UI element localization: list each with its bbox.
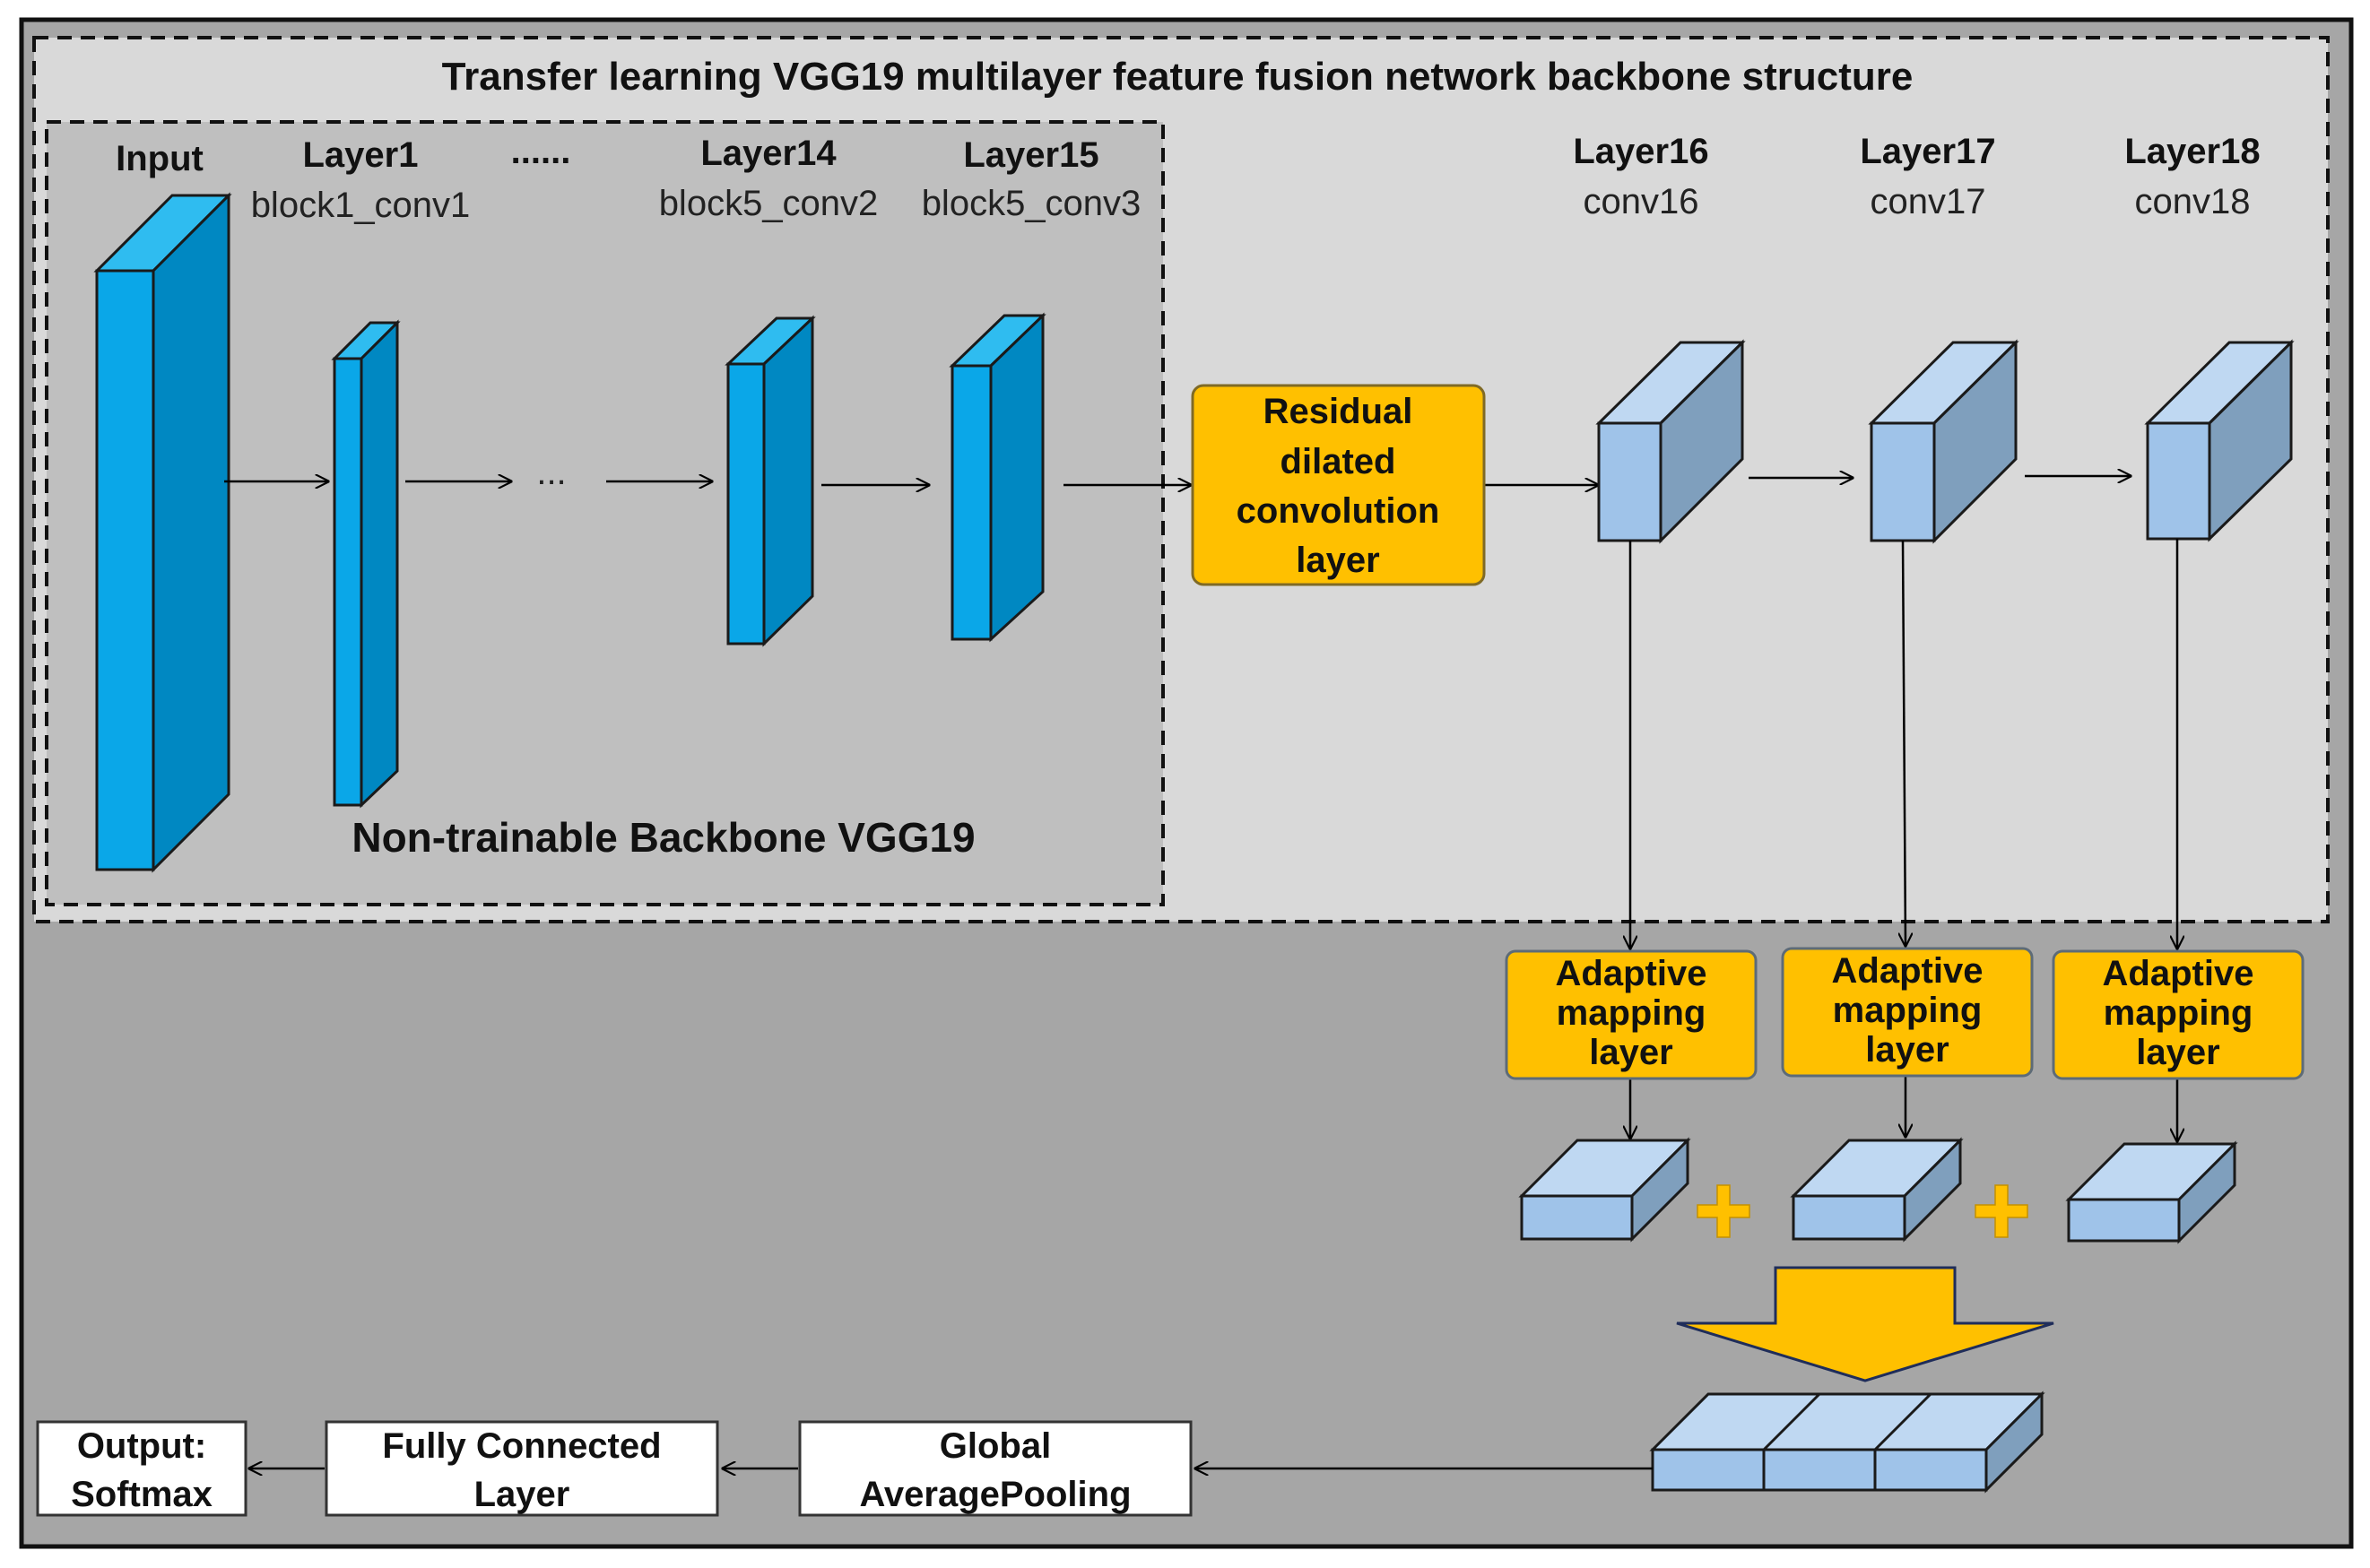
adaptive2-line1: Adaptive <box>1832 951 1984 991</box>
block-input <box>93 192 232 873</box>
slab-1 <box>1518 1137 1691 1243</box>
slab-2 <box>1790 1137 1964 1243</box>
cube-conv16 <box>1595 339 1746 544</box>
adaptive-box-3: Adaptive mapping layer <box>2052 949 2305 1080</box>
fc-box: Fully Connected Layer <box>325 1420 719 1517</box>
adaptive3-line2: mapping <box>2104 993 2253 1033</box>
fc-line2: Layer <box>474 1475 570 1514</box>
output-line1: Output: <box>77 1426 206 1466</box>
adaptive1-line3: layer <box>1589 1033 1672 1072</box>
ellipsis-mid: ... <box>536 453 566 492</box>
gap-box: Global AveragePooling <box>798 1420 1193 1517</box>
sub-layer15: block5_conv3 <box>922 184 1142 223</box>
residual-box: Residual dilated convolution layer <box>1191 384 1486 586</box>
conv-cubes <box>1595 339 2295 544</box>
plus-icon <box>1975 1184 2028 1238</box>
sub-layer1: block1_conv1 <box>251 186 471 225</box>
backbone-caption: Non-trainable Backbone VGG19 <box>352 814 975 861</box>
block-layer14 <box>725 315 816 647</box>
fused-feature <box>1649 1390 2045 1494</box>
adaptive1-line1: Adaptive <box>1556 954 1707 993</box>
layer-labels: Input Layer1 block1_conv1 ...... Layer14… <box>116 132 2260 225</box>
label-layer18: Layer18 <box>2124 132 2260 171</box>
sub-layer16: conv16 <box>1584 182 1699 221</box>
fusion-arrow <box>1676 1266 2054 1382</box>
label-input: Input <box>116 139 204 178</box>
adaptive1-line2: mapping <box>1557 993 1706 1033</box>
block-layer1 <box>331 319 401 809</box>
sub-layer17: conv17 <box>1871 182 1986 221</box>
adaptive3-line3: layer <box>2136 1033 2219 1072</box>
sub-layer14: block5_conv2 <box>659 184 879 223</box>
gap-line2: AveragePooling <box>859 1475 1131 1514</box>
diagram-title: Transfer learning VGG19 multilayer featu… <box>442 55 1914 99</box>
cube-conv17 <box>1868 339 2019 544</box>
residual-line1: Residual <box>1263 392 1413 431</box>
output-box: Output: Softmax <box>36 1420 247 1517</box>
cube-conv18 <box>2144 339 2295 542</box>
sub-layer18: conv18 <box>2135 182 2251 221</box>
mapped-features <box>1518 1137 2238 1244</box>
down-arrows <box>1630 539 2177 1141</box>
slab-3 <box>2065 1140 2238 1244</box>
adaptive2-line3: layer <box>1865 1030 1949 1070</box>
backbone-arrows <box>224 476 2131 485</box>
label-layer15: Layer15 <box>963 135 1098 175</box>
adaptive2-line2: mapping <box>1833 991 1983 1030</box>
plus-icon <box>1697 1184 1750 1238</box>
label-layer14: Layer14 <box>700 134 837 173</box>
plus-icons <box>1697 1184 2028 1238</box>
gap-line1: Global <box>940 1426 1051 1466</box>
residual-line4: layer <box>1296 541 1379 580</box>
adaptive-box-1: Adaptive mapping layer <box>1505 949 1758 1080</box>
label-layer16: Layer16 <box>1573 132 1708 171</box>
label-ellipsis: ...... <box>511 132 571 171</box>
fc-line1: Fully Connected <box>382 1426 661 1466</box>
residual-line3: convolution <box>1237 491 1440 531</box>
label-layer17: Layer17 <box>1860 132 1995 171</box>
block-layer15 <box>949 312 1046 643</box>
vgg-blocks <box>93 192 1046 873</box>
residual-line2: dilated <box>1280 442 1396 481</box>
output-line2: Softmax <box>71 1475 213 1514</box>
adaptive3-line1: Adaptive <box>2103 954 2254 993</box>
label-layer1: Layer1 <box>303 135 419 175</box>
adaptive-box-2: Adaptive mapping layer <box>1781 947 2034 1078</box>
